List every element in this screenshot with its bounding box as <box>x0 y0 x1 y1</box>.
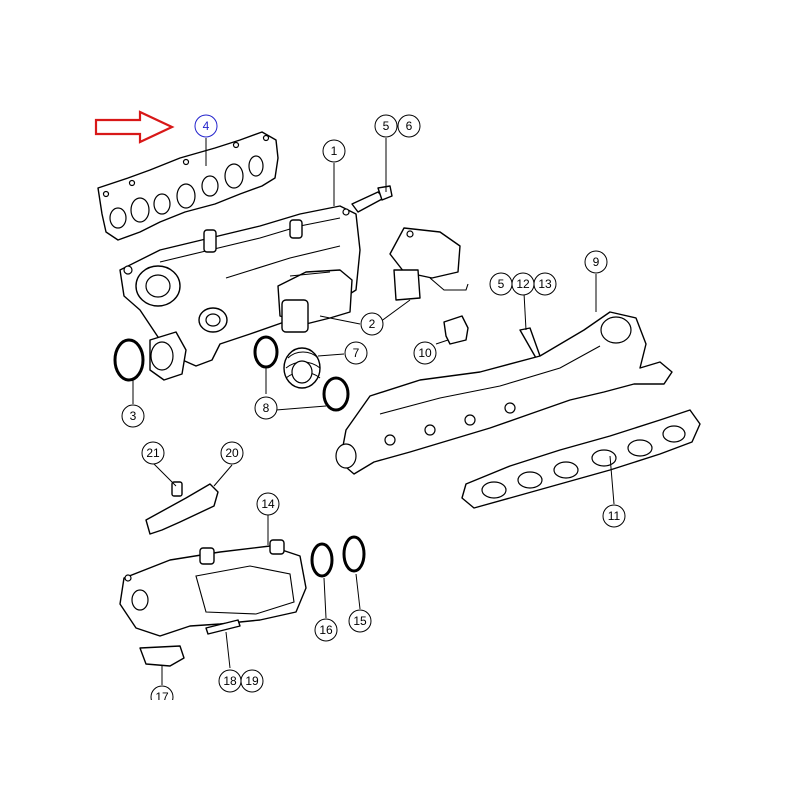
svg-text:21: 21 <box>146 446 160 460</box>
svg-text:7: 7 <box>353 346 360 360</box>
svg-text:6: 6 <box>406 119 413 133</box>
part-4-gasket[interactable] <box>97 131 279 241</box>
svg-text:3: 3 <box>130 409 137 423</box>
right-arrow-outline-icon <box>94 110 175 144</box>
leader-lines <box>132 138 615 685</box>
callout-3[interactable]: 3 <box>121 404 145 428</box>
callout-2[interactable]: 2 <box>360 312 384 336</box>
callout-5b[interactable]: 5 <box>489 272 513 296</box>
svg-text:5: 5 <box>383 119 390 133</box>
callout-15[interactable]: 15 <box>348 609 372 633</box>
svg-text:16: 16 <box>319 623 333 637</box>
svg-text:4: 4 <box>203 119 210 133</box>
part-1-intake-manifold[interactable] <box>119 205 361 381</box>
callout-8[interactable]: 8 <box>254 396 278 420</box>
callout-7[interactable]: 7 <box>344 341 368 365</box>
part-16-o-ring[interactable] <box>310 542 334 578</box>
callout-12[interactable]: 12 <box>511 272 535 296</box>
bottom-crop <box>0 700 800 800</box>
part-8-o-rings[interactable] <box>253 335 350 412</box>
callout-9[interactable]: 9 <box>584 250 608 274</box>
callout-19[interactable]: 19 <box>240 669 264 693</box>
callout-21[interactable]: 21 <box>141 441 165 465</box>
part-9-exhaust-manifold[interactable] <box>335 311 673 475</box>
part-12-13-bolt[interactable] <box>519 327 541 359</box>
part-20-21-bracket[interactable] <box>145 481 219 535</box>
svg-text:11: 11 <box>608 509 621 523</box>
svg-text:20: 20 <box>225 446 239 460</box>
svg-text:14: 14 <box>261 497 275 511</box>
part-14-adapter[interactable] <box>119 539 307 637</box>
svg-text:12: 12 <box>516 277 530 291</box>
svg-text:19: 19 <box>245 674 259 688</box>
callout-10[interactable]: 10 <box>413 341 437 365</box>
part-3-o-ring[interactable] <box>113 338 145 382</box>
part-15-o-ring[interactable] <box>342 535 366 573</box>
svg-text:18: 18 <box>223 674 237 688</box>
part-10-clip[interactable] <box>443 315 469 345</box>
callout-13[interactable]: 13 <box>533 272 557 296</box>
svg-text:2: 2 <box>369 317 376 331</box>
callout-20[interactable]: 20 <box>220 441 244 465</box>
svg-text:10: 10 <box>418 346 432 360</box>
svg-text:8: 8 <box>263 401 270 415</box>
callout-11[interactable]: 11 <box>602 504 626 528</box>
part-18-19-bolt[interactable] <box>205 619 241 635</box>
svg-text:15: 15 <box>353 614 367 628</box>
callout-4[interactable]: 4 <box>194 114 218 138</box>
callout-5[interactable]: 5 <box>374 114 398 138</box>
callout-14[interactable]: 14 <box>256 492 280 516</box>
part-5-6-bolt[interactable] <box>351 185 393 213</box>
callout-16[interactable]: 16 <box>314 618 338 642</box>
callout-6[interactable]: 6 <box>397 114 421 138</box>
svg-text:13: 13 <box>538 277 552 291</box>
part-2-actuators[interactable] <box>277 227 469 333</box>
callout-1[interactable]: 1 <box>322 139 346 163</box>
svg-text:1: 1 <box>331 144 338 158</box>
callout-18[interactable]: 18 <box>218 669 242 693</box>
part-7-sleeve[interactable] <box>283 347 321 389</box>
svg-text:5: 5 <box>498 277 505 291</box>
part-17-gasket[interactable] <box>139 645 185 667</box>
svg-text:9: 9 <box>593 255 600 269</box>
